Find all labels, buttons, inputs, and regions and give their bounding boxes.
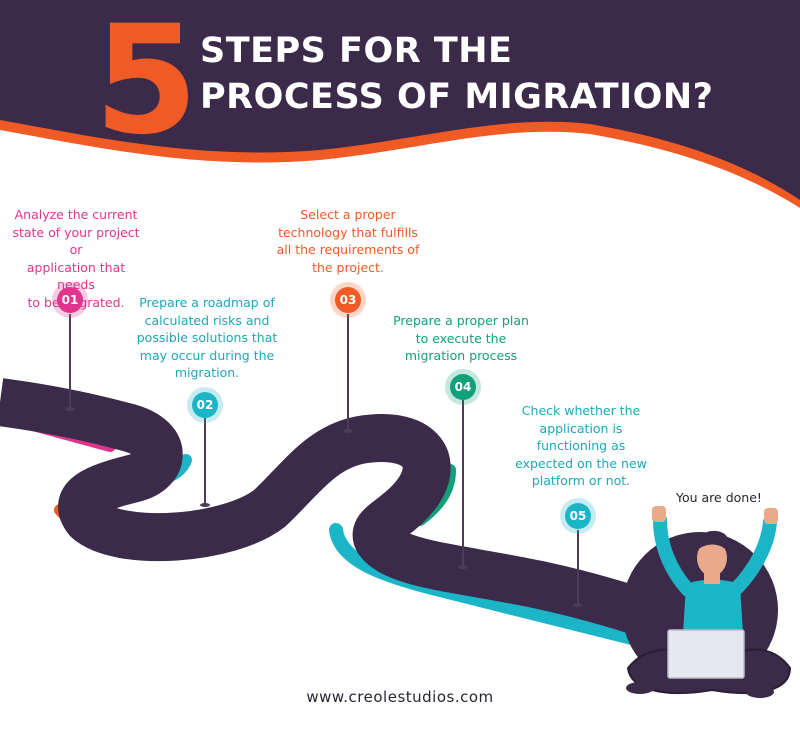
step-01-badge: 01 bbox=[57, 287, 83, 313]
big-number: 5 bbox=[94, 0, 199, 168]
title-line-2: PROCESS OF MIGRATION? bbox=[200, 77, 714, 117]
step-05-badge: 05 bbox=[565, 503, 591, 529]
step-02-badge: 02 bbox=[192, 392, 218, 418]
step-04-badge: 04 bbox=[450, 374, 476, 400]
header-band bbox=[0, 0, 800, 200]
person-hair-icon bbox=[695, 530, 730, 552]
step-04-text: Prepare a proper plan to execute the mig… bbox=[393, 313, 529, 363]
step-05-text: Check whether the application is functio… bbox=[515, 403, 647, 488]
title-line-1: STEPS FOR THE bbox=[200, 31, 513, 71]
road bbox=[0, 378, 688, 648]
person-illustration bbox=[626, 506, 792, 698]
person-head-icon bbox=[697, 540, 727, 576]
pin-bases bbox=[65, 407, 583, 607]
laptop-icon bbox=[667, 629, 745, 679]
person-right-arm-icon bbox=[728, 515, 777, 597]
step-03-text: Select a proper technology that fulfills… bbox=[276, 207, 420, 275]
person-left-arm-icon bbox=[653, 513, 695, 597]
done-label: You are done! bbox=[676, 490, 762, 505]
footer-url: www.creolestudios.com bbox=[306, 688, 494, 706]
step-pins bbox=[69, 314, 579, 604]
step-02-text: Prepare a roadmap of calculated risks an… bbox=[136, 295, 278, 380]
step-03-badge: 03 bbox=[335, 287, 361, 313]
